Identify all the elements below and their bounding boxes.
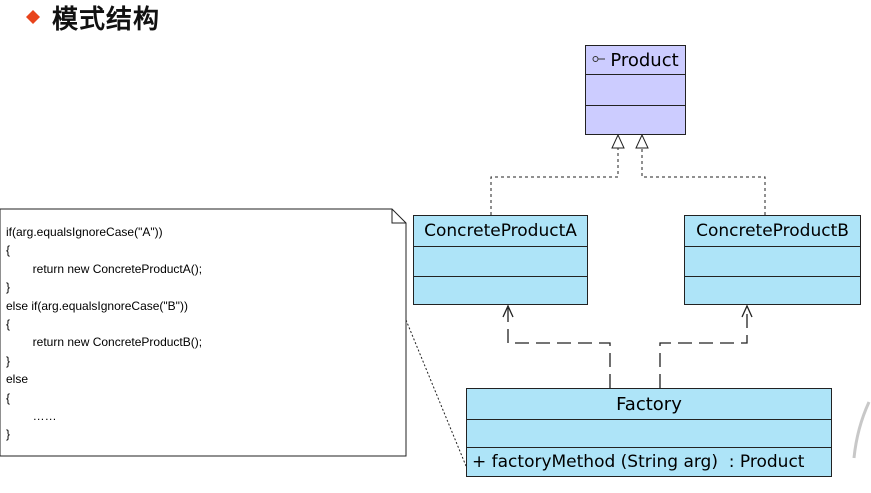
decorative-edge-curve — [852, 401, 871, 459]
code-line: return new ConcreteProductB(); — [6, 335, 203, 350]
code-line: { — [6, 316, 11, 331]
diamond-bullet-icon — [26, 10, 40, 24]
concrete-product-a-header: ConcreteProductA — [414, 216, 587, 246]
concrete-product-a-class[interactable]: ConcreteProductA — [413, 215, 588, 305]
factory-method-operation: + factoryMethod (String arg) : Product — [467, 447, 831, 476]
concrete-product-b-header: ConcreteProductB — [685, 216, 860, 246]
code-line: } — [6, 280, 11, 295]
code-line: if(arg.equalsIgnoreCase("A")) — [6, 225, 163, 239]
product-attributes-section — [586, 74, 685, 105]
code-line: …… — [6, 408, 57, 423]
note-anchor-line — [405, 319, 467, 467]
factory-class-name: Factory — [616, 393, 682, 415]
concrete-product-b-class[interactable]: ConcreteProductB — [684, 215, 861, 305]
product-class[interactable]: Product — [585, 45, 686, 135]
concrete-product-a-name: ConcreteProductA — [424, 221, 577, 241]
product-class-header: Product — [586, 46, 685, 74]
dependency-factory-to-a — [502, 304, 611, 388]
concrete-product-a-operations — [414, 276, 587, 304]
code-line: } — [6, 353, 11, 368]
slide-title: 模式结构 — [52, 4, 161, 35]
concrete-product-b-name: ConcreteProductB — [696, 221, 849, 241]
product-operations-section — [586, 105, 685, 134]
factory-class-header: Factory — [467, 389, 831, 419]
dependency-factory-to-b — [659, 304, 753, 388]
concrete-product-b-operations — [685, 276, 860, 304]
factory-class[interactable]: Factory + factoryMethod (String arg) : P… — [466, 388, 832, 477]
code-note: if(arg.equalsIgnoreCase("A")) { return n… — [0, 209, 406, 456]
code-line: } — [6, 427, 11, 442]
code-line: return new ConcreteProductA(); — [6, 261, 203, 276]
product-class-name: Product — [610, 49, 679, 71]
factory-attributes-section — [467, 419, 831, 447]
realization-b-to-product — [635, 133, 766, 215]
interface-icon — [592, 56, 606, 62]
concrete-product-b-attributes — [685, 246, 860, 276]
code-line: { — [6, 390, 11, 405]
code-note-body: if(arg.equalsIgnoreCase("A")) { return n… — [6, 223, 202, 444]
code-line: else if(arg.equalsIgnoreCase("B")) — [6, 298, 188, 313]
note-shape — [0, 208, 407, 457]
concrete-product-a-attributes — [414, 246, 587, 276]
slide-header: 模式结构 — [26, 0, 161, 35]
realization-a-to-product — [490, 133, 625, 215]
code-line: { — [6, 243, 11, 258]
code-line: else — [6, 372, 29, 387]
